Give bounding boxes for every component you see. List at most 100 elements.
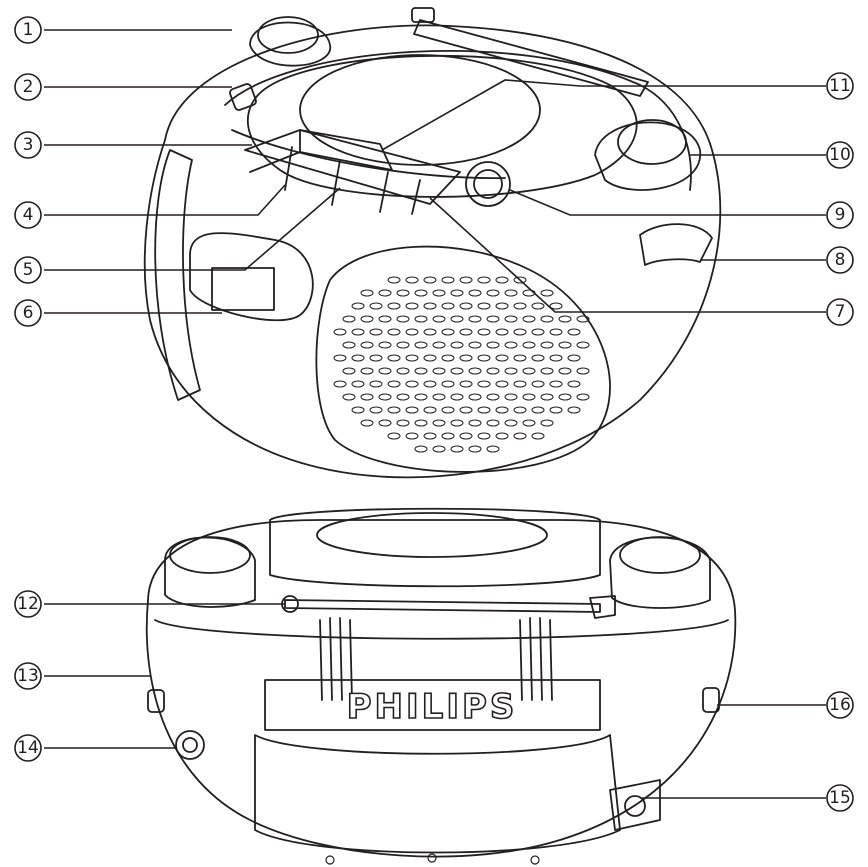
grille-slot [387,432,401,440]
grille-slot [360,367,374,375]
svg-text:4: 4 [23,205,34,225]
grille-slot [468,289,482,297]
grille-slot [558,393,572,401]
grille-slot [432,393,446,401]
grille-slot [540,393,554,401]
callout-7: 7 [826,298,854,326]
grille-slot [540,341,554,349]
grille-slot [351,380,365,388]
grille-slot [441,302,455,310]
grille-slot [468,393,482,401]
svg-text:12: 12 [17,594,39,614]
grille-slot [423,354,437,362]
grille-slot [549,328,563,336]
grille-slot [378,289,392,297]
grille-slot [513,432,527,440]
svg-text:3: 3 [23,135,34,155]
grille-slot [513,328,527,336]
grille-slot [477,328,491,336]
back-view: PHILIPS [145,507,737,865]
grille-slot [459,302,473,310]
grille-slot [468,445,482,453]
grille-slot [549,302,563,310]
grille-slot [405,302,419,310]
grille-slot [333,354,347,362]
grille-slot [387,406,401,414]
grille-slot [522,393,536,401]
grille-slot [495,406,509,414]
grille-slot [540,289,554,297]
grille-slot [360,289,374,297]
grille-slot [486,341,500,349]
callout-1: 1 [14,16,42,44]
grille-slot [522,341,536,349]
grille-slot [378,393,392,401]
callout-6: 6 [14,299,42,327]
grille-slot [387,328,401,336]
svg-text:8: 8 [835,250,846,270]
grille-slot [369,380,383,388]
grille-slot [549,406,563,414]
grille-slot [558,315,572,323]
grille-slot [414,341,428,349]
grille-slot [468,367,482,375]
grille-slot [459,354,473,362]
grille-slot [441,276,455,284]
vents-right [519,617,553,701]
grille-slot [477,432,491,440]
grille-slot [531,328,545,336]
grille-slot [414,393,428,401]
grille-slot [459,328,473,336]
grille-slot [396,393,410,401]
grille-slot [441,406,455,414]
grille-slot [540,419,554,427]
svg-text:7: 7 [835,302,846,322]
grille-slot [396,419,410,427]
grille-slot [531,380,545,388]
grille-slot [423,328,437,336]
left-grille [154,149,201,401]
grille-slot [468,341,482,349]
callout-5: 5 [14,256,42,284]
grille-slot [459,406,473,414]
grille-slot [513,302,527,310]
grille-slot [522,419,536,427]
callout-14: 14 [14,734,42,762]
grille-slot [558,367,572,375]
grille-slot [504,289,518,297]
knob-1 [249,16,331,67]
grille-slot [558,341,572,349]
grille-slot [396,367,410,375]
callout-8: 8 [826,246,854,274]
grille-slot [423,302,437,310]
grille-slot [468,315,482,323]
grille-slot [504,341,518,349]
svg-text:10: 10 [829,145,851,165]
grille-slot [378,367,392,375]
grille-slot [477,380,491,388]
svg-text:9: 9 [835,205,846,225]
grille-slot [387,302,401,310]
brand-logo: PHILIPS [347,687,518,727]
grille-slot [414,419,428,427]
grille-slot [441,328,455,336]
callout-10: 10 [826,141,854,169]
grille-slot [504,315,518,323]
grille-slot [405,380,419,388]
grille-slot [351,354,365,362]
grille-slot [369,406,383,414]
grille-slot [396,289,410,297]
grille-slot [522,315,536,323]
grille-slot [414,289,428,297]
grille-slot [351,328,365,336]
grille-slot [396,315,410,323]
grille-slot [567,406,581,414]
grille-slot [567,354,581,362]
grille-slot [513,406,527,414]
grille-slot [432,289,446,297]
grille-slot [450,419,464,427]
grille-slot [369,302,383,310]
grille-slot [360,341,374,349]
body-outline [143,24,722,479]
callout-13: 13 [14,662,42,690]
